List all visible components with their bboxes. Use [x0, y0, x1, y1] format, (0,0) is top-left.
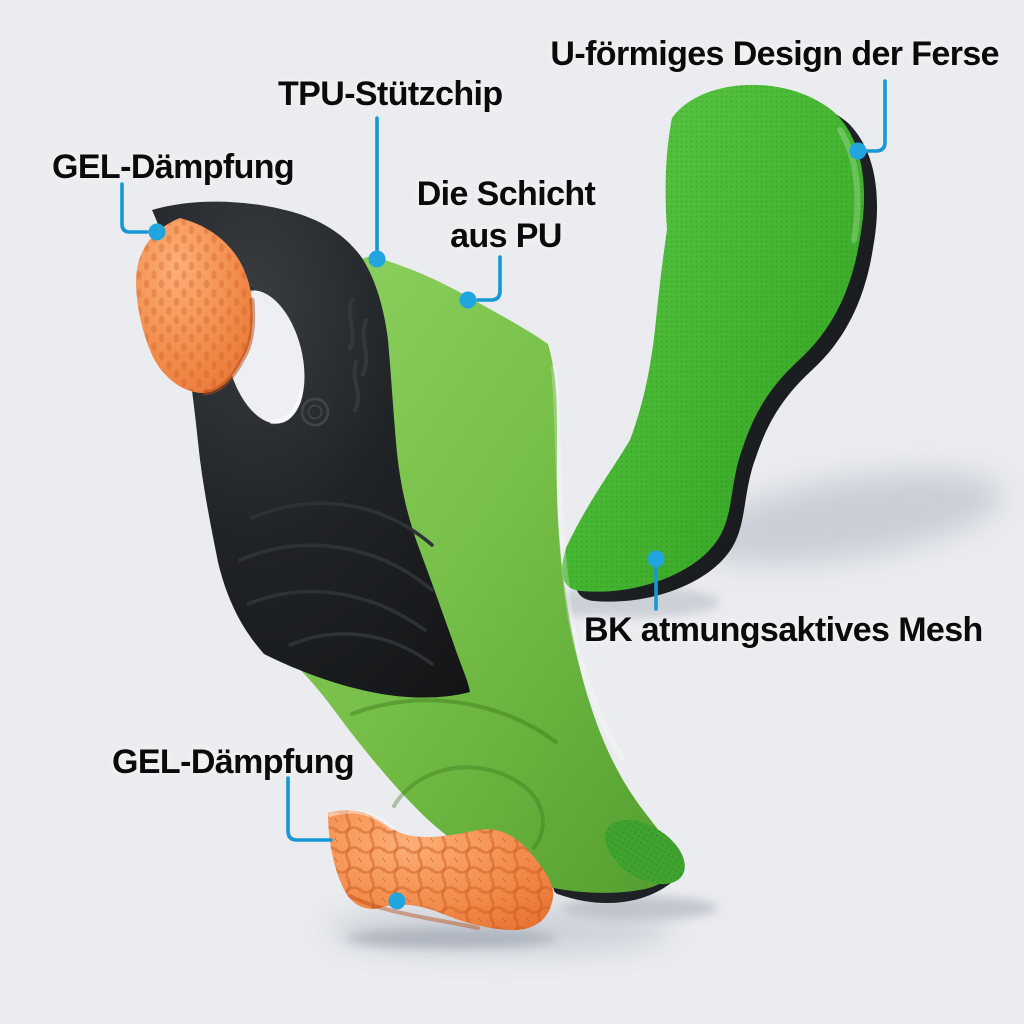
callout-dots [148, 142, 867, 910]
label-gel-forefoot: GEL-Dämpfung [112, 743, 355, 781]
callout-dot-heel-design [849, 142, 867, 160]
callout-dot-pu-layer [459, 291, 477, 309]
toe-curl-pad [605, 819, 685, 885]
mesh-edge-highlight [837, 127, 861, 243]
mesh-texture [562, 84, 865, 592]
pu-contour-line [350, 698, 558, 744]
callout-dot-gel-forefoot [388, 892, 406, 910]
callout-line-gel-heel [120, 182, 149, 234]
label-heel-design: U-förmiges Design der Ferse [550, 35, 999, 73]
callout-line-heel-design [865, 79, 887, 153]
label-mesh: BK atmungsaktives Mesh [584, 611, 983, 649]
callout-dot-gel-heel [148, 223, 166, 241]
soft-shadows [325, 471, 1004, 954]
gel-pad-forefoot [328, 809, 554, 930]
label-gel-heel: GEL-Dämpfung [52, 148, 295, 186]
callout-lines [120, 79, 887, 842]
label-tpu-chip: TPU-Stützchip [278, 75, 503, 113]
insole-bottom-view [136, 201, 685, 930]
callout-dot-mesh [647, 550, 665, 568]
callout-line-pu-layer [476, 255, 502, 302]
callout-line-gel-forefoot [286, 776, 333, 842]
insole-top-view [562, 84, 878, 602]
gel-pad-heel [136, 218, 256, 396]
shell-contour-waves [238, 501, 434, 666]
shell-emboss-marks [347, 298, 369, 412]
pu-contour-panel [392, 765, 545, 850]
pu-edge-highlight [551, 365, 625, 761]
brand-emboss [300, 397, 330, 427]
callout-dot-tpu-chip [368, 250, 386, 268]
label-pu-layer: Die Schicht aus PU [416, 175, 596, 255]
